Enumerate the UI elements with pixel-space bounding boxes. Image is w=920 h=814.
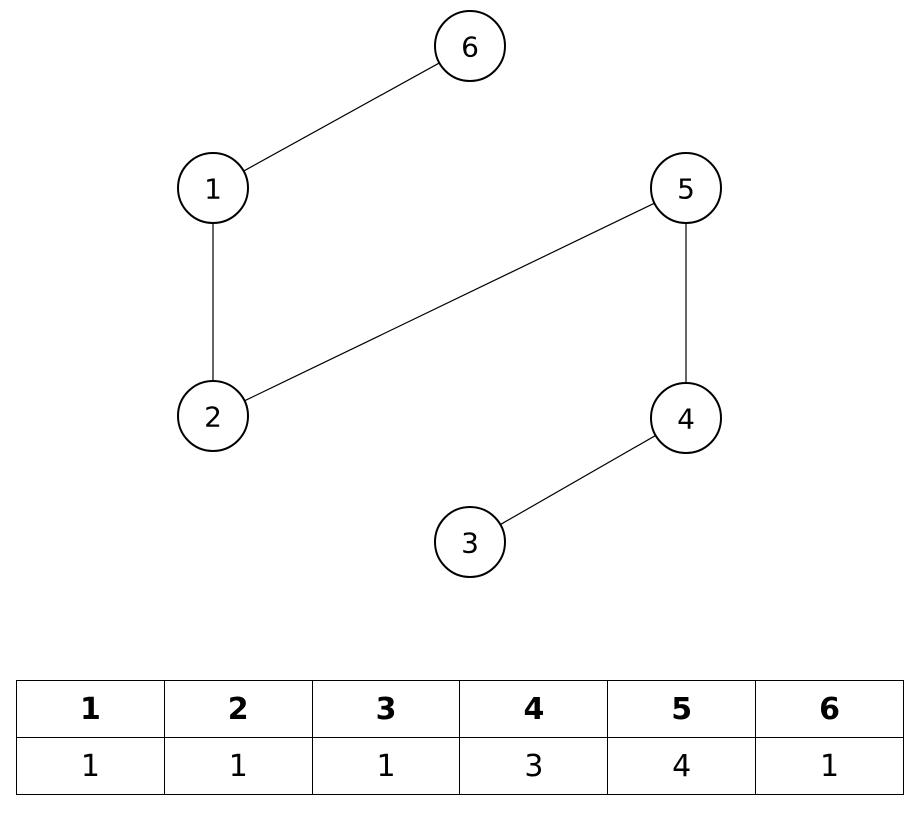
graph-edges <box>212 62 687 526</box>
node-label: 3 <box>461 527 479 560</box>
node-2: 2 <box>177 380 249 452</box>
graph-nodes: 1 2 3 4 5 6 <box>177 10 722 578</box>
node-3: 3 <box>434 506 506 578</box>
node-label: 1 <box>204 173 222 206</box>
table-header-cell: 3 <box>311 680 461 738</box>
table-value-cell: 3 <box>459 737 609 795</box>
graph-diagram: 1 2 3 4 5 6 <box>177 10 722 578</box>
table-header-cell: 6 <box>755 680 904 738</box>
parent-array-table: 1 2 3 4 5 6 1 1 1 3 4 1 <box>16 680 904 795</box>
node-circle <box>650 152 722 224</box>
table-value-row: 1 1 1 3 4 1 <box>16 737 904 795</box>
node-6: 6 <box>434 10 506 82</box>
node-circle <box>177 380 249 452</box>
node-circle <box>177 152 249 224</box>
edge-2-5 <box>244 202 655 402</box>
table-value-cell: 1 <box>163 737 313 795</box>
table-value-cell: 1 <box>311 737 461 795</box>
node-circle <box>650 382 722 454</box>
node-label: 5 <box>677 173 695 206</box>
edge-6-1 <box>243 62 440 172</box>
node-4: 4 <box>650 382 722 454</box>
table-header-cell: 2 <box>163 680 313 738</box>
table-value-cell: 1 <box>16 737 165 795</box>
node-1: 1 <box>177 152 249 224</box>
table-header-row: 1 2 3 4 5 6 <box>16 680 904 738</box>
table-value-cell: 4 <box>607 737 757 795</box>
node-label: 4 <box>677 403 695 436</box>
edge-4-3 <box>500 434 656 526</box>
node-circle <box>434 506 506 578</box>
table-header-cell: 5 <box>607 680 757 738</box>
node-circle <box>434 10 506 82</box>
node-label: 6 <box>461 31 479 64</box>
node-5: 5 <box>650 152 722 224</box>
table-header-cell: 4 <box>459 680 609 738</box>
node-label: 2 <box>204 401 222 434</box>
table-header-cell: 1 <box>16 680 165 738</box>
table-value-cell: 1 <box>755 737 904 795</box>
